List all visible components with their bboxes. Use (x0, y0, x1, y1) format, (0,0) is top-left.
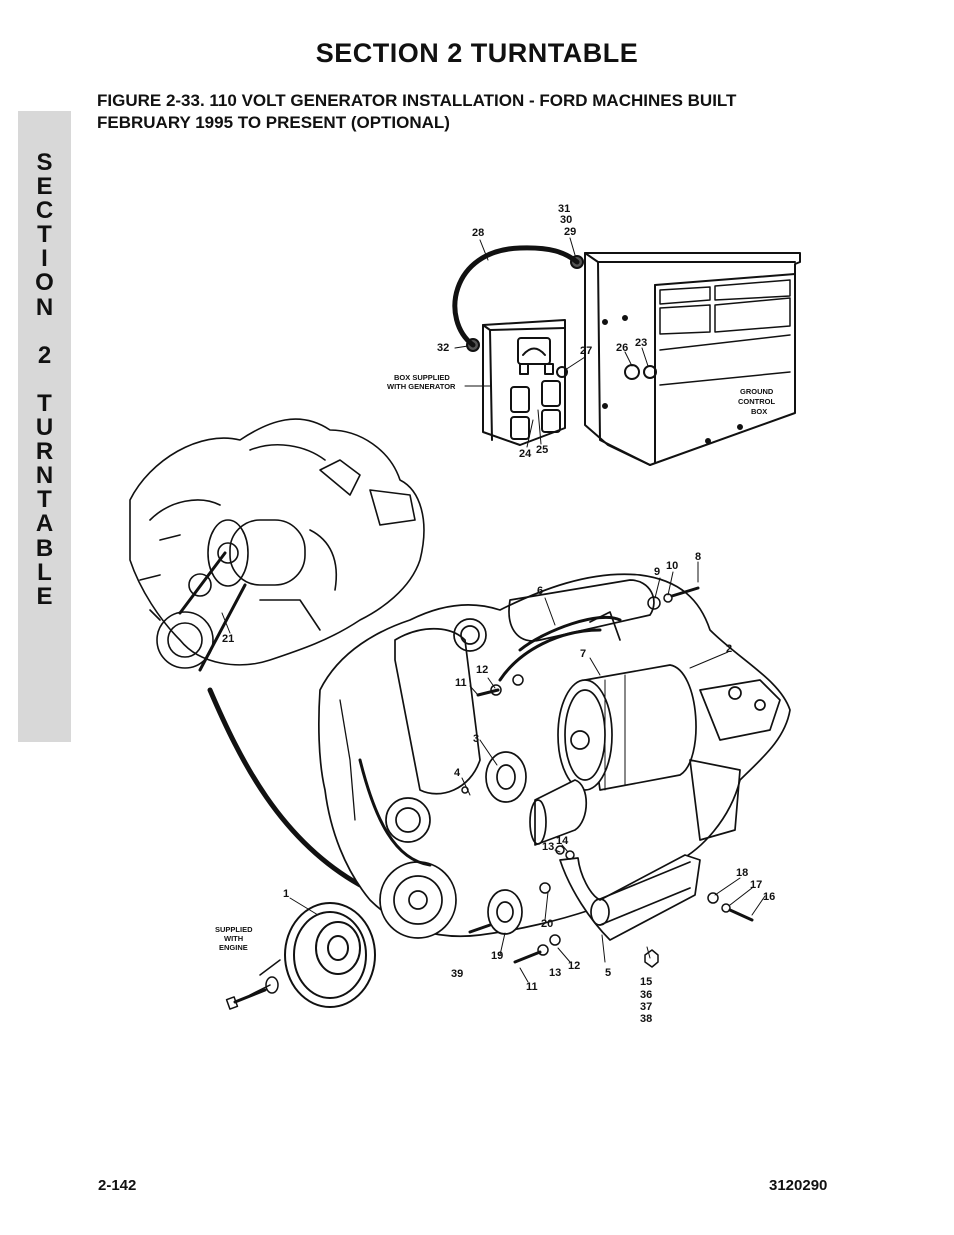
side-tab-letter: E (36, 173, 53, 201)
callout-16: 16 (763, 891, 775, 903)
callout-20: 20 (541, 918, 553, 930)
engine-rear-view (129, 418, 425, 672)
callout-13b: 13 (549, 967, 561, 979)
callout-18: 18 (736, 867, 748, 879)
callout-15: 15 (640, 976, 652, 988)
fasteners (225, 586, 754, 1010)
side-tab-letter: B (35, 534, 54, 562)
callout-36: 36 (640, 989, 652, 1001)
callout-39: 39 (451, 968, 463, 980)
callout-1: 1 (283, 888, 289, 900)
callout-38: 38 (640, 1013, 652, 1025)
callout-27: 27 (580, 345, 592, 357)
callout-5: 5 (605, 967, 611, 979)
callout-29: 29 (564, 226, 576, 238)
side-tab-letter: C (35, 197, 54, 225)
callout-17: 17 (750, 879, 762, 891)
side-tab-letter: I (41, 245, 48, 273)
callout-12a: 12 (476, 664, 488, 676)
cable-28 (452, 245, 580, 348)
callout-11a: 11 (455, 677, 467, 689)
side-tab-letter: T (37, 389, 52, 417)
callout-3: 3 (473, 733, 479, 745)
callout-26: 26 (616, 342, 628, 354)
callout-14: 14 (556, 835, 569, 847)
side-tab-letter: L (37, 558, 52, 586)
side-tab-letter: S (36, 149, 53, 176)
side-tab-letter: T (37, 486, 52, 514)
figure-caption: FIGURE 2-33. 110 VOLT GENERATOR INSTALLA… (97, 90, 857, 134)
callout-12b: 12 (568, 960, 580, 972)
side-tab-letter: T (37, 221, 52, 249)
callout-9: 9 (654, 566, 660, 578)
callout-11b: 11 (526, 981, 538, 993)
figure-caption-line-2: FEBRUARY 1995 TO PRESENT (OPTIONAL) (97, 113, 450, 132)
side-tab-letter: U (35, 414, 54, 442)
ground-control-box (570, 252, 801, 466)
leader-lines (221, 237, 766, 983)
callout-19: 19 (491, 950, 503, 962)
side-tab-letter: N (35, 462, 54, 490)
callout-25: 25 (536, 444, 548, 456)
label-box-supplied-1: BOX SUPPLIED (394, 373, 450, 382)
side-tab-letter: R (35, 438, 54, 466)
callout-21: 21 (222, 633, 234, 645)
label-box-supplied-2: WITH GENERATOR (387, 382, 456, 391)
callout-23: 23 (635, 337, 647, 349)
side-tab-letter: 2 (37, 341, 52, 369)
callout-37: 37 (640, 1001, 652, 1013)
callout-2: 2 (726, 643, 732, 655)
callout-30: 30 (560, 214, 572, 226)
side-tab-letter: E (36, 582, 53, 610)
section-title: SECTION 2 TURNTABLE (315, 38, 639, 68)
figure-caption-line-1: FIGURE 2-33. 110 VOLT GENERATOR INSTALLA… (97, 91, 737, 110)
callout-32: 32 (437, 342, 449, 354)
callout-6: 6 (537, 585, 543, 597)
drive-belt (207, 687, 363, 888)
label-ground-1: GROUND (740, 387, 774, 396)
callout-24: 24 (519, 448, 532, 460)
side-tab-letter: N (35, 293, 54, 321)
callout-4: 4 (454, 767, 461, 779)
side-tab-letter: O (35, 269, 54, 297)
label-supplied-3: ENGINE (219, 943, 248, 952)
label-supplied-2: WITH (224, 934, 243, 943)
side-tab-letter: A (35, 510, 54, 538)
label-ground-3: BOX (751, 407, 767, 416)
label-ground-2: CONTROL (738, 397, 775, 406)
engine-front-view (318, 573, 791, 941)
outlet-box (466, 319, 568, 446)
document-number: 3120290 (769, 1177, 828, 1194)
callout-13a: 13 (542, 841, 554, 853)
callout-8: 8 (695, 551, 701, 563)
callout-31: 31 (558, 203, 570, 215)
callout-10: 10 (666, 560, 678, 572)
label-supplied-1: SUPPLIED (215, 925, 253, 934)
page-number: 2-142 (98, 1177, 137, 1194)
callout-7: 7 (580, 648, 586, 660)
callout-28: 28 (472, 227, 484, 239)
crank-pulley-1 (249, 902, 376, 1008)
